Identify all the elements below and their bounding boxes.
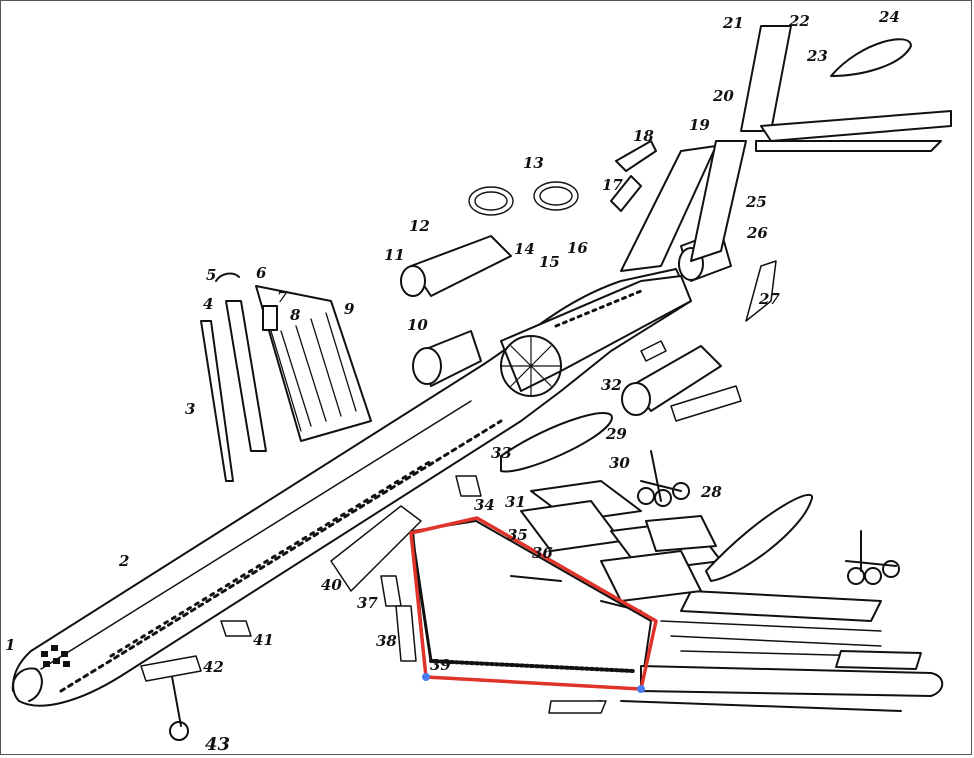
label-33: 33 [491, 444, 512, 462]
label-18: 18 [633, 127, 654, 145]
label-4: 4 [203, 295, 214, 313]
label-28: 28 [701, 483, 722, 501]
label-39: 39 [430, 656, 451, 674]
label-26: 26 [747, 224, 768, 242]
label-10: 10 [407, 316, 428, 334]
label-41: 41 [253, 631, 274, 649]
label-31: 31 [505, 493, 526, 511]
right-outer-wing [550, 590, 944, 712]
label-24: 24 [879, 8, 900, 26]
label-38: 38 [376, 632, 397, 650]
label-36: 36 [532, 544, 553, 562]
label-6: 6 [256, 264, 267, 282]
label-13: 13 [523, 154, 544, 172]
label-5: 5 [206, 266, 217, 284]
label-22: 22 [789, 12, 810, 30]
label-27: 27 [759, 290, 780, 308]
highlight-point-left [422, 673, 430, 681]
fairings [500, 412, 814, 582]
label-37: 37 [357, 594, 378, 612]
label-16: 16 [567, 239, 588, 257]
highlight-outline [409, 516, 658, 691]
landing-gear [169, 450, 900, 741]
label-25: 25 [746, 193, 767, 211]
label-29: 29 [606, 425, 627, 443]
label-8: 8 [290, 306, 301, 324]
flap-panels [520, 480, 722, 602]
small-panels [140, 260, 777, 714]
label-23: 23 [807, 47, 828, 65]
label-1: 1 [5, 636, 16, 654]
label-15: 15 [539, 253, 560, 271]
highlight-point-right [637, 685, 645, 693]
label-19: 19 [689, 116, 710, 134]
label-12: 12 [409, 217, 430, 235]
label-40: 40 [321, 576, 342, 594]
rear-fuselage-section [500, 275, 692, 397]
label-2: 2 [119, 552, 130, 570]
label-21: 21 [723, 14, 744, 32]
label-34: 34 [474, 496, 495, 514]
right-wing-center-section [411, 520, 652, 690]
left-wing-panels [200, 272, 372, 482]
label-17: 17 [602, 176, 623, 194]
label-7: 7 [277, 288, 288, 306]
label-20: 20 [713, 87, 734, 105]
label-35: 35 [507, 526, 528, 544]
label-11: 11 [384, 246, 405, 264]
label-42: 42 [203, 658, 224, 676]
tail-assembly [610, 25, 952, 272]
cockpit-windows [41, 645, 70, 667]
label-30: 30 [609, 454, 630, 472]
label-32: 32 [601, 376, 622, 394]
label-14: 14 [514, 240, 535, 258]
label-43: 43 [205, 734, 231, 755]
label-9: 9 [344, 300, 355, 318]
thrust-reverser-rings [468, 181, 579, 216]
label-3: 3 [185, 400, 196, 418]
